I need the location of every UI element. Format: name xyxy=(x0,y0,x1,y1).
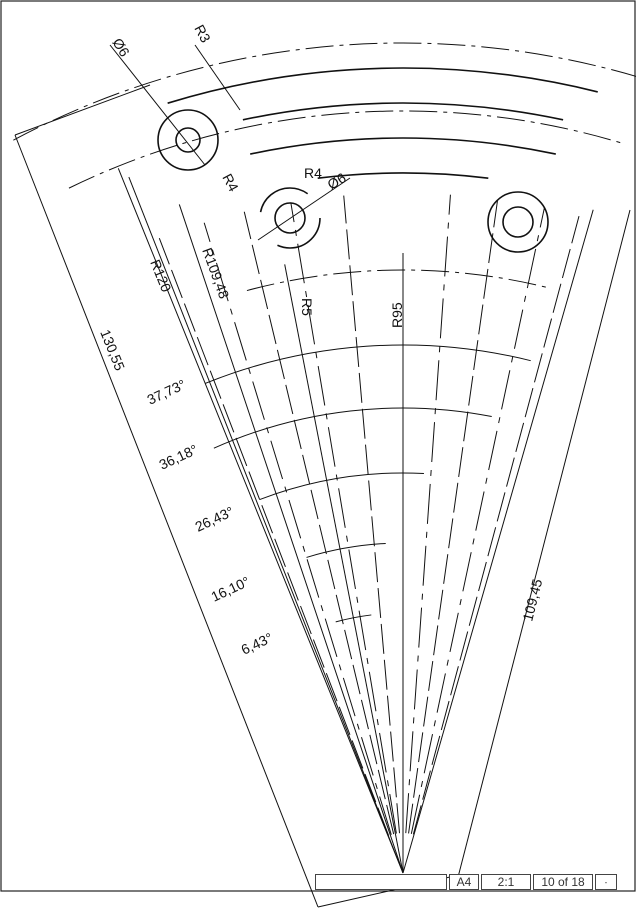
dim-angle-37-73: 37,73° xyxy=(145,376,189,408)
title-block-scale: 2:1 xyxy=(481,874,531,890)
part-outer-edge xyxy=(167,67,598,104)
r120-arc xyxy=(68,110,626,189)
centre-line xyxy=(343,195,401,834)
dim-r4-mid: R4 xyxy=(304,165,322,181)
outer-construction-arc xyxy=(13,42,636,141)
right-boss xyxy=(487,191,549,253)
angle-dimension-arc-2 xyxy=(213,407,492,449)
part-inner-edge xyxy=(317,172,489,180)
dim-r120: R120 xyxy=(147,257,174,294)
title-block-sheet: 10 of 18 xyxy=(533,874,593,890)
dim-r95: R95 xyxy=(389,302,405,328)
middle-boss xyxy=(259,187,321,249)
angle-dimension-arc-3 xyxy=(259,472,424,501)
centre-line xyxy=(158,237,390,836)
dim-angle-16-10: 16,10° xyxy=(209,573,253,605)
dim-angle-26-43: 26,43° xyxy=(193,503,237,535)
centre-line xyxy=(410,207,545,834)
centre-line xyxy=(243,211,395,835)
leader-dia-mid xyxy=(257,177,351,241)
centre-line xyxy=(405,194,451,834)
dim-r109: R109,48 xyxy=(199,246,232,301)
left-boss xyxy=(157,109,219,171)
angle-dimension-arc-5 xyxy=(335,614,372,623)
extension-line-left xyxy=(14,84,151,136)
angle-dimension-arc-4 xyxy=(306,542,386,558)
middle-hole xyxy=(274,202,306,234)
left-hole xyxy=(175,127,201,153)
title-block-rev: - xyxy=(595,874,617,890)
centre-line xyxy=(203,222,392,835)
rev-value: - xyxy=(604,877,608,887)
dimension-line-109-45 xyxy=(455,209,631,886)
slot-inner xyxy=(250,137,556,155)
r120-radius xyxy=(128,176,404,874)
sheet-border xyxy=(0,0,636,892)
leader-dia-top xyxy=(109,44,206,166)
title-block-size: A4 xyxy=(449,874,479,890)
r95-arc xyxy=(246,269,549,292)
dim-r4-left: R4 xyxy=(219,171,242,195)
dim-dia-top: Ø6 xyxy=(109,35,133,59)
dim-r5: R5 xyxy=(299,298,315,316)
angle-dimension-arc-1 xyxy=(205,344,531,384)
dim-dia-mid: Ø6 xyxy=(325,169,349,192)
sheet-value: 10 of 18 xyxy=(541,875,585,889)
dimension-line-130-55 xyxy=(14,134,319,908)
dim-130-55: 130,55 xyxy=(97,327,128,373)
title-block-docno xyxy=(315,874,447,890)
dim-angle-36-18: 36,18° xyxy=(157,441,201,473)
centre-line xyxy=(290,202,397,834)
dim-r3: R3 xyxy=(191,22,214,46)
right-hole xyxy=(502,206,534,238)
r109-radius xyxy=(178,204,404,874)
scale-value: 2:1 xyxy=(497,875,515,889)
size-value: A4 xyxy=(456,875,472,889)
dimension-labels: Ø6 R3 R4 R4 Ø6 R120 R109,48 R5 R95 130,5… xyxy=(97,22,545,658)
leader-r3 xyxy=(194,44,241,111)
slot-outer xyxy=(242,102,564,121)
centre-line xyxy=(412,216,580,835)
dim-angle-6-43: 6,43° xyxy=(239,629,276,657)
r5-radius xyxy=(284,264,404,874)
boundary-line-right xyxy=(402,209,594,874)
centre-line xyxy=(408,199,499,834)
boundary-line-left xyxy=(117,168,404,874)
dim-109-45: 109,45 xyxy=(519,577,545,623)
